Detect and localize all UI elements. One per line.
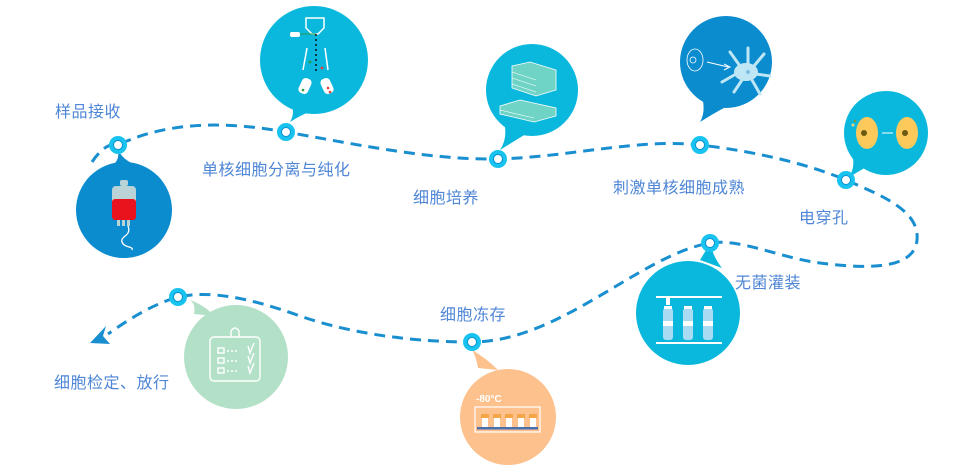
bubble-culture: [486, 44, 578, 150]
step-label-culture: 细胞培养: [413, 188, 480, 207]
bubble-filling: [636, 244, 740, 365]
vial-filling-icon: [656, 296, 722, 344]
freezer-rack-icon: -80°C: [474, 394, 541, 433]
temperature-text: -80°C: [476, 394, 502, 405]
step-label-electroporation: 电穿孔: [799, 208, 849, 227]
step-node-sample: [109, 136, 127, 154]
step-label-maturation: 刺激单核细胞成熟: [613, 178, 746, 197]
step-node-filling: [701, 234, 719, 252]
step-node-culture: [489, 150, 507, 168]
bubble-separation: [260, 6, 368, 122]
step-label-freezing: 细胞冻存: [440, 305, 507, 324]
checklist-icon: [209, 327, 261, 382]
arrowhead-icon: [90, 326, 110, 344]
step-node-release: [169, 288, 187, 306]
step-label-filling: 无菌灌装: [735, 273, 802, 292]
step-node-electroporation: [837, 171, 855, 189]
bubble-electroporation: [844, 91, 928, 178]
separation-column-icon: [290, 17, 334, 95]
bubble-freezing: -80°C: [460, 350, 556, 465]
step-node-maturation: [691, 136, 709, 154]
step-node-separation: [277, 123, 295, 141]
step-node-freezing: [463, 333, 481, 351]
dendritic-cell-icon: [686, 46, 772, 96]
step-label-release: 细胞检定、放行: [54, 373, 170, 392]
step-label-sample: 样品接收: [55, 102, 122, 121]
culture-flask-stack-icon: [499, 61, 557, 123]
bubble-sample: [76, 150, 172, 258]
step-label-separation: 单核细胞分离与纯化: [202, 160, 351, 179]
blood-bag-icon: [112, 180, 136, 251]
electroporation-cell-icon: [851, 117, 918, 149]
process-path: [90, 123, 919, 344]
bubble-release: [184, 300, 288, 409]
bubble-maturation: [680, 16, 772, 122]
